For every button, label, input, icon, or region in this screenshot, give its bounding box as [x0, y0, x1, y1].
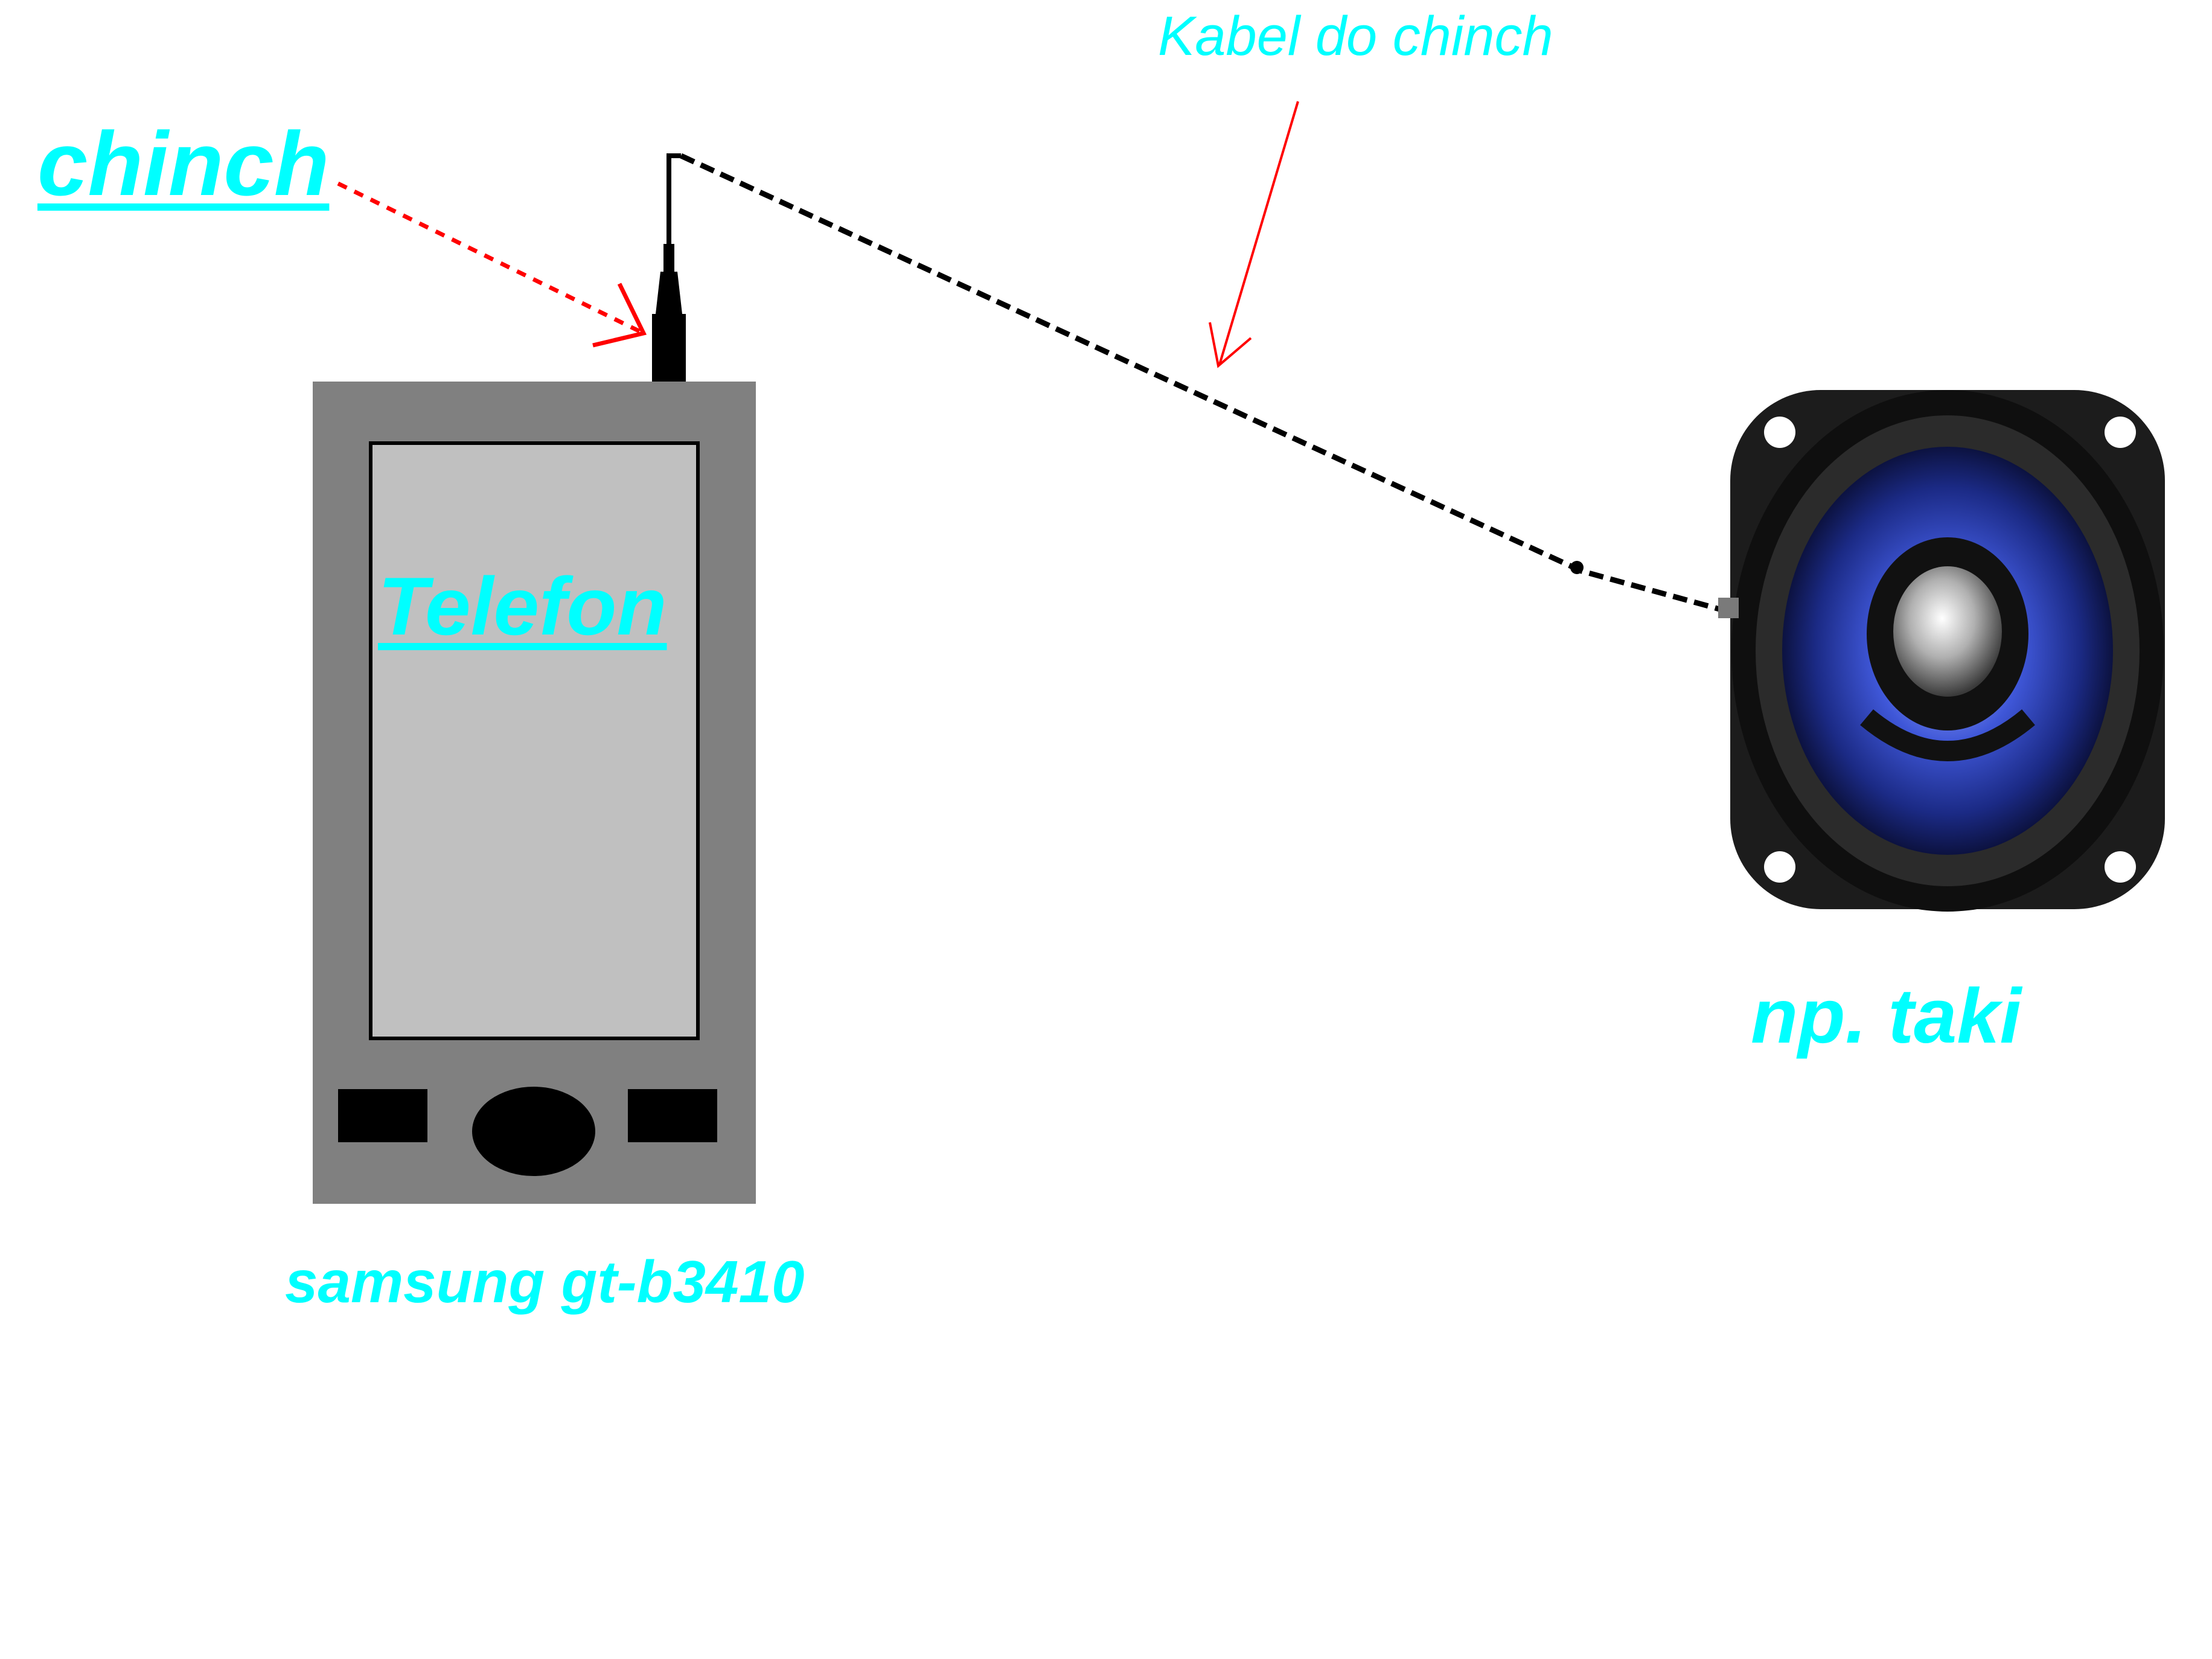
connector-pointer-head: [592, 283, 647, 348]
speaker-terminal: [1718, 598, 1739, 618]
mobile-phone-icon: [313, 382, 756, 1204]
speaker-tweeter-bridge: [1860, 709, 2035, 761]
speaker-example-label: np. taki: [1751, 973, 2022, 1060]
loudspeaker-icon: [1718, 390, 2165, 912]
phone-label: Telefon: [378, 560, 667, 652]
phone-navigation-key: [472, 1087, 595, 1176]
speaker-mount-hole: [2105, 417, 2136, 448]
speaker-tweeter: [1893, 566, 2002, 697]
cable-dashed-line: [680, 153, 1723, 613]
speaker-mount-hole: [1764, 417, 1795, 448]
cable-end-dot: [1570, 561, 1584, 574]
speaker-mount-hole: [1764, 851, 1795, 883]
audio-plug-icon: [652, 244, 686, 384]
cable-pointer-head: [1209, 322, 1252, 368]
chinch-cable: [666, 153, 1723, 613]
cable-pointer-line: [1218, 101, 1299, 365]
phone-screen: [369, 441, 700, 1040]
cable-label: Kabel do chinch: [1158, 5, 1553, 67]
speaker-mount-hole: [2105, 851, 2136, 883]
phone-left-softkey: [338, 1089, 427, 1142]
phone-model-label: samsung gt-b3410: [285, 1248, 805, 1315]
connector-pointer-line: [337, 181, 642, 334]
plug-sleeve: [652, 314, 686, 384]
cable-pointer-arrow: [1209, 101, 1299, 368]
connector-pointer-arrow: [337, 181, 647, 348]
phone-right-softkey: [628, 1089, 717, 1142]
cable-riser: [666, 153, 681, 248]
plug-tip: [663, 244, 674, 272]
connector-label: chinch: [37, 113, 330, 214]
plug-body: [656, 272, 682, 314]
